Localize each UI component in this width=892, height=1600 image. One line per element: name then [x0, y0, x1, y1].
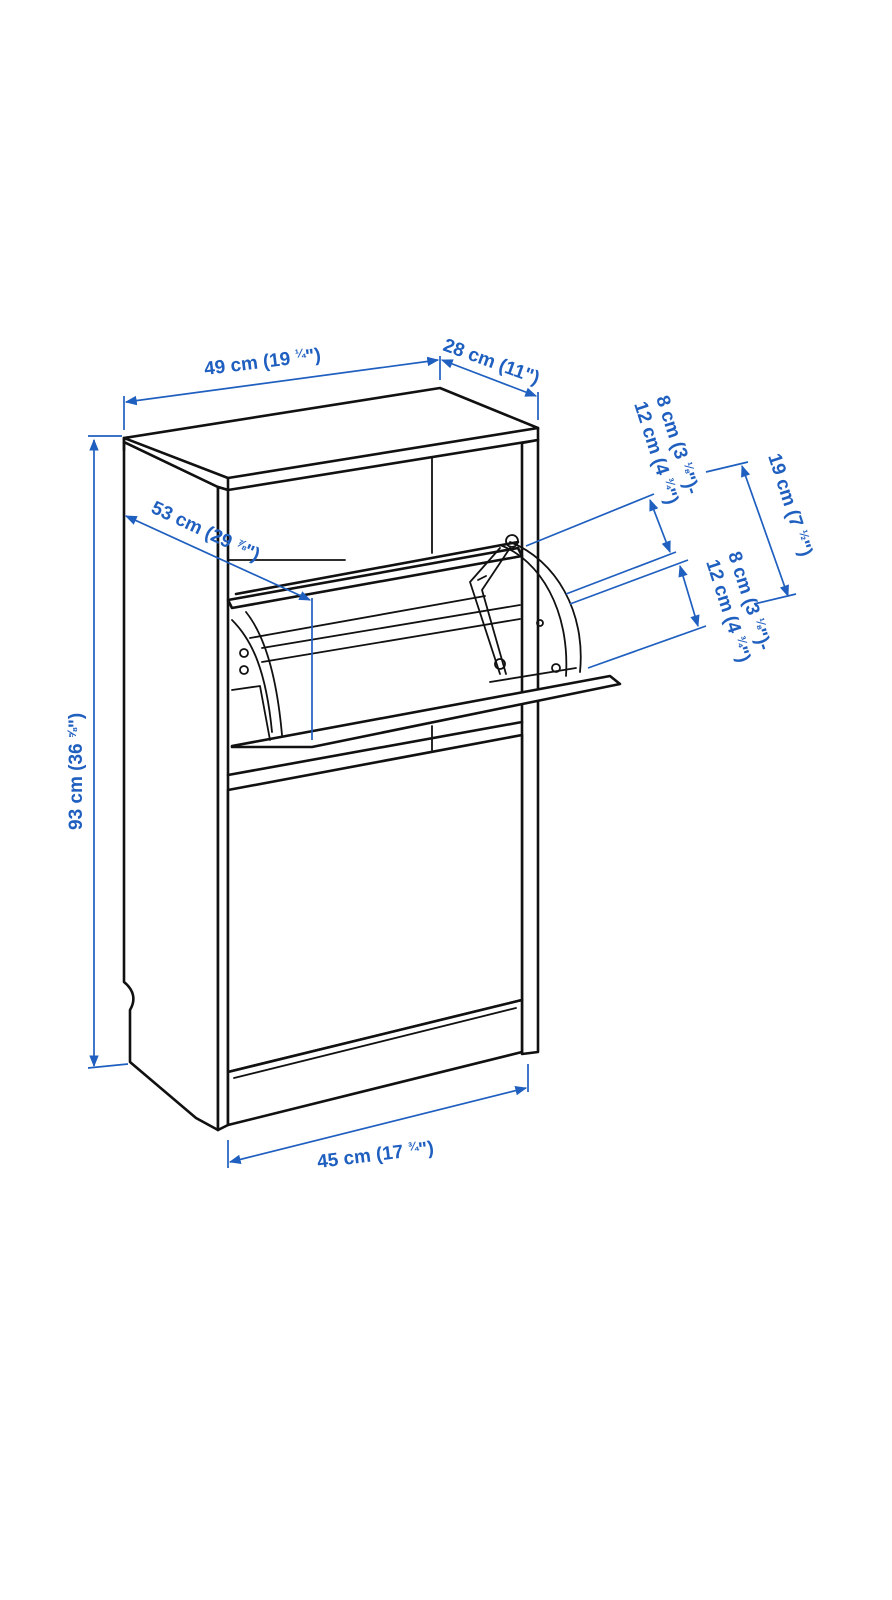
cabinet-right-front-edge	[520, 438, 540, 1056]
width-top-label: 49 cm (19 ¼")	[203, 344, 322, 380]
cabinet-left-front-edge	[216, 485, 230, 1132]
cabinet-left-side	[122, 440, 220, 1132]
open-flap	[226, 534, 622, 749]
depth-label: 28 cm (11")	[440, 335, 542, 389]
cabinet-drawing	[122, 386, 622, 1132]
height-label: 93 cm (36 ⅝")	[65, 713, 87, 830]
compartment-label: 19 cm (7 ½")	[763, 451, 817, 559]
width-bottom-label: 45 cm (17 ¾")	[316, 1137, 435, 1173]
dimension-lines	[87, 356, 797, 1168]
